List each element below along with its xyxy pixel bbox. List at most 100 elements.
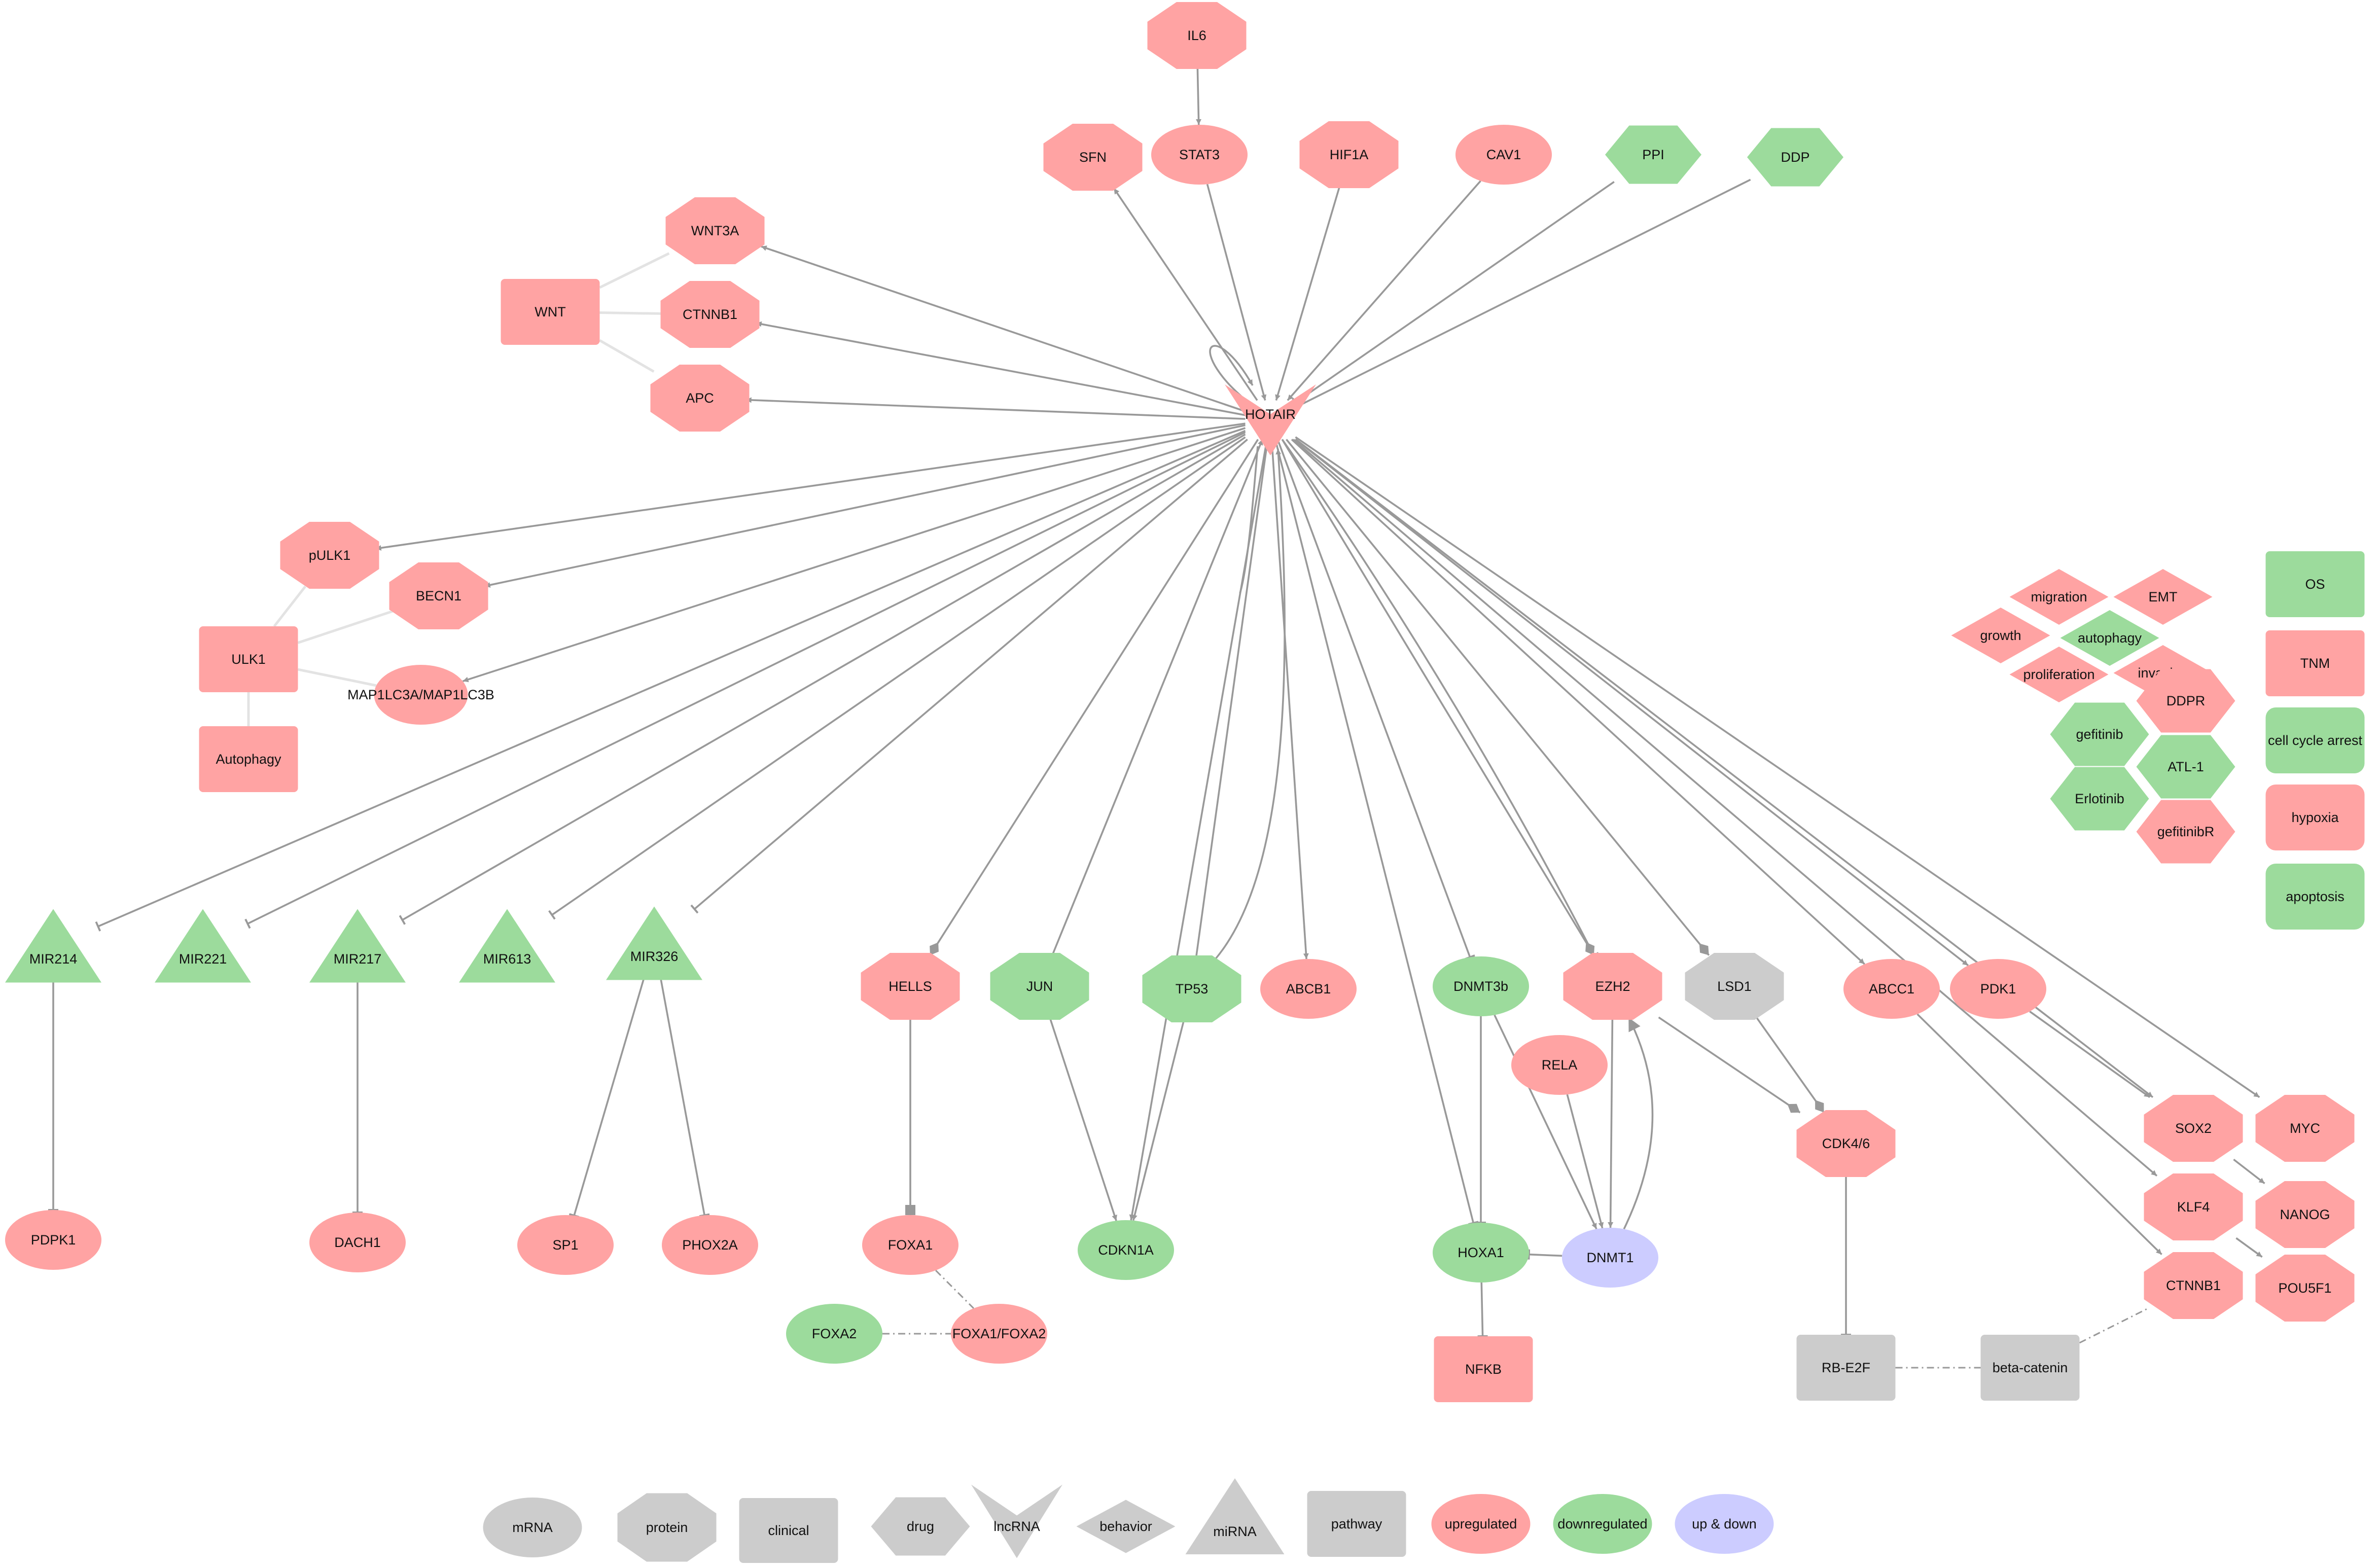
node-mir214[interactable]: MIR214: [5, 909, 101, 983]
node-atl1[interactable]: ATL-1: [2136, 735, 2235, 799]
node-pdpk1[interactable]: PDPK1: [5, 1210, 101, 1270]
node-foxa1foxa2[interactable]: FOXA1/FOXA2: [951, 1304, 1047, 1364]
node-hells[interactable]: HELLS: [861, 953, 960, 1020]
node-jun[interactable]: JUN: [990, 953, 1089, 1020]
legend-pathway-label: pathway: [1331, 1516, 1382, 1532]
node-ppi[interactable]: PPI: [1605, 125, 1701, 184]
node-dnmt1-shape: [1562, 1228, 1658, 1288]
node-dach1[interactable]: DACH1: [309, 1213, 406, 1272]
edge-hotair-pulk1-activate: [375, 422, 1246, 551]
edge-tp53-cdkn1a-activate: [1132, 1019, 1185, 1221]
node-cdk46[interactable]: CDK4/6: [1796, 1110, 1896, 1177]
node-cav1-label: CAV1: [1486, 147, 1521, 162]
node-erlotinib[interactable]: Erlotinib: [2050, 767, 2149, 831]
node-hoxa1[interactable]: HOXA1: [1433, 1223, 1529, 1283]
node-ezh2[interactable]: EZH2: [1563, 953, 1662, 1020]
node-foxa1-label: FOXA1: [888, 1237, 933, 1253]
node-mir326-label: MIR326: [630, 949, 679, 964]
node-ddpr[interactable]: DDPR: [2136, 669, 2235, 733]
node-os-label: OS: [2305, 577, 2325, 592]
node-nfkb[interactable]: NFKB: [1434, 1336, 1533, 1402]
node-dnmt3b[interactable]: DNMT3b: [1433, 956, 1529, 1016]
node-pulk1[interactable]: pULK1: [280, 522, 379, 589]
node-stat3[interactable]: STAT3: [1151, 125, 1248, 185]
node-hypoxia-shape: [2265, 785, 2365, 850]
node-erlotinib-label: Erlotinib: [2075, 791, 2124, 806]
node-hif1a[interactable]: HIF1A: [1299, 121, 1399, 188]
node-ctnnb1_top[interactable]: CTNNB1: [660, 281, 760, 348]
node-tnm[interactable]: TNM: [2265, 630, 2365, 696]
legend-behavior-label: behavior: [1099, 1519, 1152, 1534]
node-phox2a[interactable]: PHOX2A: [662, 1215, 758, 1275]
node-hif1a-shape: [1299, 121, 1399, 188]
legend-downregulated: downregulated: [1553, 1494, 1652, 1554]
node-rbe2f[interactable]: RB-E2F: [1796, 1335, 1896, 1401]
node-lsd1[interactable]: LSD1: [1685, 953, 1784, 1020]
node-apoptosis-shape: [2265, 864, 2365, 930]
node-mir326[interactable]: MIR326: [606, 906, 702, 980]
edge-jun-cdkn1a-activate: [1049, 1017, 1117, 1221]
node-stat3-label: STAT3: [1179, 147, 1220, 162]
node-klf4[interactable]: KLF4: [2144, 1173, 2243, 1240]
node-hotair-label: HOTAIR: [1245, 407, 1296, 422]
node-apoptosis[interactable]: apoptosis: [2265, 864, 2365, 930]
node-ulk1[interactable]: ULK1: [199, 626, 298, 692]
node-pou5f1[interactable]: POU5F1: [2255, 1255, 2355, 1322]
node-sfn[interactable]: SFN: [1043, 124, 1143, 191]
node-mir613[interactable]: MIR613: [459, 909, 555, 983]
node-cdkn1a[interactable]: CDKN1A: [1078, 1220, 1174, 1280]
node-hypoxia-label: hypoxia: [2291, 810, 2339, 825]
node-foxa1[interactable]: FOXA1: [862, 1215, 958, 1275]
node-gefitinibr[interactable]: gefitinibR: [2136, 800, 2235, 864]
node-autophagy[interactable]: Autophagy: [199, 726, 298, 792]
node-gefitinib[interactable]: gefitinib: [2050, 702, 2149, 766]
node-il6[interactable]: IL6: [1147, 2, 1247, 69]
node-pdk1[interactable]: PDK1: [1950, 959, 2046, 1019]
edge-tp53-hotair-feedback: [1214, 448, 1286, 961]
node-foxa2[interactable]: FOXA2: [786, 1304, 882, 1364]
legend-downregulated-label: downregulated: [1557, 1516, 1647, 1532]
node-betacatenin[interactable]: beta-catenin: [1980, 1335, 2080, 1401]
node-cellcycle[interactable]: cell cycle arrest: [2265, 707, 2365, 773]
node-nanog[interactable]: NANOG: [2255, 1181, 2355, 1248]
node-sox2[interactable]: SOX2: [2144, 1095, 2243, 1162]
node-abcb1[interactable]: ABCB1: [1260, 959, 1357, 1019]
node-apc[interactable]: APC: [650, 365, 750, 432]
node-sp1[interactable]: SP1: [517, 1215, 614, 1275]
node-pdk1-shape: [1950, 959, 2046, 1019]
node-wnt[interactable]: WNT: [501, 279, 600, 345]
node-os[interactable]: OS: [2265, 551, 2365, 617]
node-becn1[interactable]: BECN1: [389, 562, 488, 629]
node-dnmt1[interactable]: DNMT1: [1562, 1228, 1658, 1288]
legend-mrna-shape: [483, 1498, 582, 1557]
node-autophagy_b-label: autophagy: [2078, 630, 2142, 646]
node-myc[interactable]: MYC: [2255, 1095, 2355, 1162]
node-rela[interactable]: RELA: [1511, 1035, 1608, 1095]
legend-upregulated: upregulated: [1431, 1494, 1531, 1554]
node-cav1[interactable]: CAV1: [1455, 125, 1552, 185]
node-hypoxia[interactable]: hypoxia: [2265, 785, 2365, 850]
node-tp53[interactable]: TP53: [1142, 955, 1241, 1022]
edge-mir326-phox2a-inhibit: [659, 977, 710, 1218]
node-migration[interactable]: migration: [2009, 569, 2109, 625]
node-wnt3a[interactable]: WNT3A: [665, 197, 765, 264]
node-emt[interactable]: EMT: [2113, 569, 2213, 625]
node-ddp[interactable]: DDP: [1747, 128, 1843, 187]
node-mir221[interactable]: MIR221: [155, 909, 251, 983]
legend-pathway: pathway: [1307, 1491, 1406, 1557]
assoc-ulk1-becn1: [297, 610, 394, 644]
node-proliferation-label: proliferation: [2023, 667, 2094, 682]
node-dnmt1-label: DNMT1: [1587, 1250, 1634, 1265]
node-proliferation[interactable]: proliferation: [2009, 647, 2109, 702]
edge-hotair-cdkn1a-bundle: [1239, 446, 1259, 594]
node-mir217[interactable]: MIR217: [309, 909, 406, 983]
node-autophagy_b[interactable]: autophagy: [2060, 610, 2159, 666]
node-map1lc3[interactable]: MAP1LC3A/MAP1LC3B: [347, 665, 494, 725]
node-ctnnb1_bot[interactable]: CTNNB1: [2144, 1252, 2243, 1319]
legend-protein-label: protein: [646, 1520, 688, 1535]
node-gefitinib-label: gefitinib: [2076, 727, 2123, 742]
node-jun-label: JUN: [1026, 979, 1053, 994]
node-hotair[interactable]: HOTAIR: [1225, 384, 1316, 455]
node-abcc1[interactable]: ABCC1: [1843, 959, 1940, 1019]
node-growth[interactable]: growth: [1951, 608, 2050, 663]
